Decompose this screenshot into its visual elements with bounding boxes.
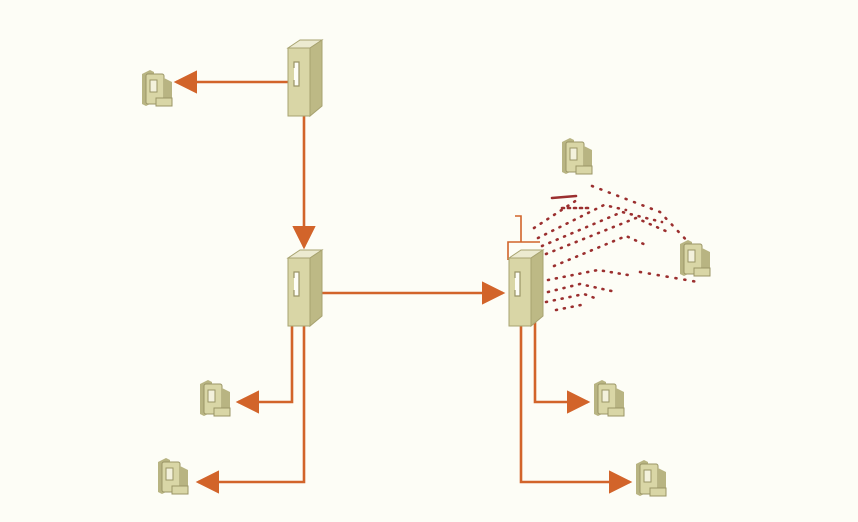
desk-phone-icon[interactable] xyxy=(593,379,625,417)
desk-phone-icon[interactable] xyxy=(679,239,711,277)
antenna-icon xyxy=(507,215,540,260)
link-server-middle-to-phone-lower-left xyxy=(195,324,306,494)
link-server-access-point-to-phone-right-bottom xyxy=(519,322,633,494)
desk-phone-icon[interactable] xyxy=(561,137,593,175)
desk-phone-icon[interactable] xyxy=(635,459,667,497)
link-server-middle-to-phone-mid-left xyxy=(235,322,294,414)
wireless-signal-icon xyxy=(532,184,700,312)
server-icon[interactable] xyxy=(508,249,544,327)
wired-links xyxy=(173,70,633,494)
server-icon[interactable] xyxy=(287,249,323,327)
link-server-access-point-to-phone-right-mid xyxy=(533,322,591,414)
desk-phone-icon[interactable] xyxy=(141,69,173,107)
desk-phone-icon[interactable] xyxy=(157,457,189,495)
server-icon[interactable] xyxy=(287,39,323,117)
desk-phone-icon[interactable] xyxy=(199,379,231,417)
